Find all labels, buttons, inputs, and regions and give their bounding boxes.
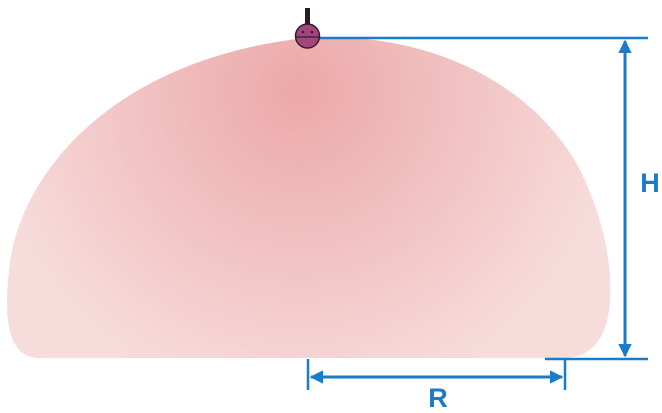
sensor-stem bbox=[305, 8, 310, 28]
sensor-lens-left bbox=[301, 30, 305, 34]
sensor-body bbox=[294, 23, 321, 49]
height-label: H bbox=[640, 168, 660, 198]
sensor-lens-right bbox=[310, 30, 314, 34]
radius-label: R bbox=[428, 383, 448, 413]
coverage-area bbox=[7, 37, 611, 358]
motion-sensor-icon bbox=[294, 8, 321, 49]
